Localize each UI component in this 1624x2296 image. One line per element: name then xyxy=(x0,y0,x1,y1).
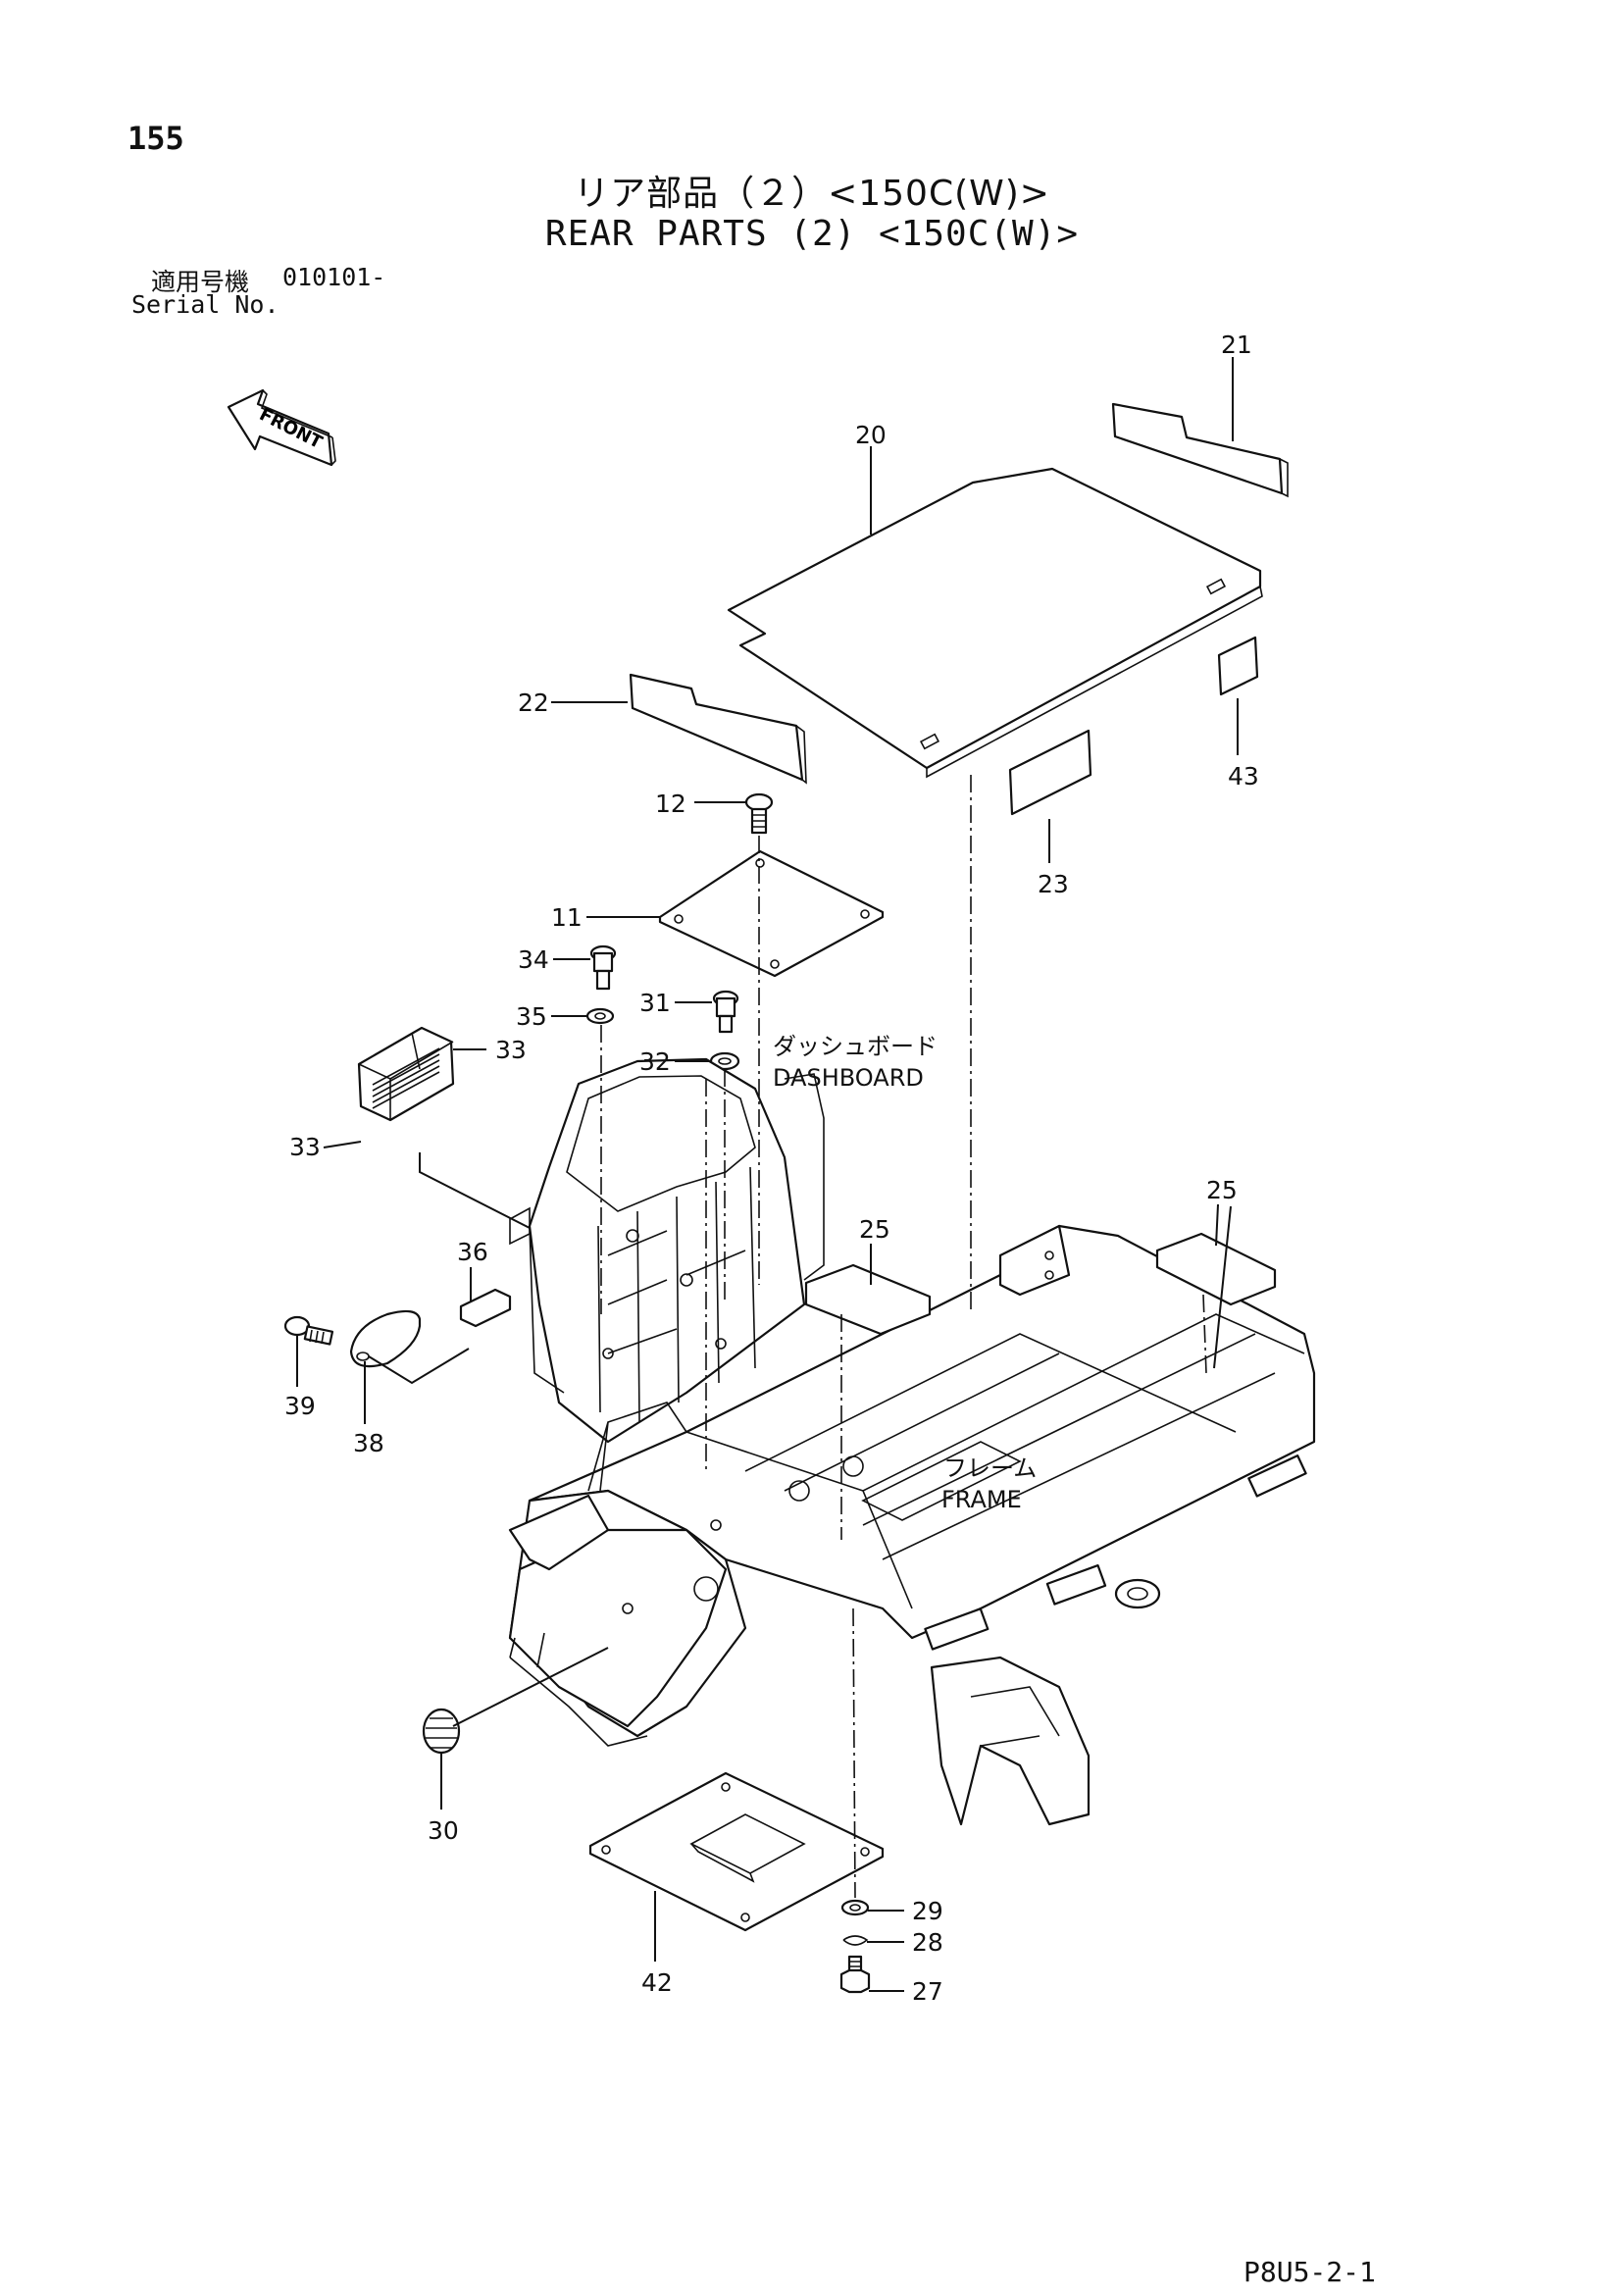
callout-33-right: 33 xyxy=(495,1036,527,1064)
callout-11: 11 xyxy=(551,903,583,932)
part-22-trim xyxy=(629,673,807,785)
part-33-block xyxy=(357,1026,455,1122)
callout-23: 23 xyxy=(1038,870,1069,898)
part-27-bolt xyxy=(839,1955,871,1994)
alignment-lines xyxy=(600,775,1207,1899)
part-28-spring-washer xyxy=(842,1935,869,1946)
part-42-bottom-plate xyxy=(588,1771,885,1932)
part-36-pad xyxy=(459,1288,512,1328)
page-number: 155 xyxy=(127,120,184,157)
part-30-grommet xyxy=(422,1708,461,1755)
callout-35: 35 xyxy=(516,1002,547,1031)
title-english: REAR PARTS (2) <150C(W)> xyxy=(544,214,1080,254)
callout-25-left: 25 xyxy=(859,1215,890,1244)
callout-36: 36 xyxy=(457,1238,488,1266)
part-31-bolt xyxy=(712,990,739,1034)
callout-28: 28 xyxy=(912,1928,943,1957)
callout-30: 30 xyxy=(428,1816,459,1845)
callout-31: 31 xyxy=(639,989,671,1017)
front-arrow-icon: FRONT xyxy=(227,388,336,467)
frame-label-english: FRAME xyxy=(941,1486,1022,1513)
part-43-pad xyxy=(1217,636,1259,696)
dashboard-assembly xyxy=(509,1057,825,1444)
part-20-floor-mat xyxy=(727,467,1263,779)
callout-43: 43 xyxy=(1228,762,1259,791)
part-21-trim xyxy=(1111,402,1289,498)
callout-42: 42 xyxy=(641,1968,673,1997)
callout-22: 22 xyxy=(518,689,549,717)
part-39-screw xyxy=(283,1315,334,1346)
callout-27: 27 xyxy=(912,1977,943,2006)
frame-label-japanese: フレーム xyxy=(943,1454,1037,1482)
serial-label-english: Serial No. xyxy=(131,290,279,319)
part-38-cover xyxy=(349,1309,422,1368)
serial-value: 010101- xyxy=(282,263,386,291)
part-35-washer xyxy=(585,1007,615,1025)
serial-label-japanese: 適用号機 xyxy=(151,268,250,296)
title-japanese: リア部品（２）<150C(W)> xyxy=(574,174,1050,214)
part-29-washer xyxy=(840,1899,870,1916)
callout-34: 34 xyxy=(518,945,549,974)
callouts: 21 20 22 43 12 23 11 34 31 35 32 33 33 2… xyxy=(284,331,1259,2006)
part-25-pad-right xyxy=(1155,1232,1277,1306)
callout-20: 20 xyxy=(855,421,887,449)
dashboard-label-english: DASHBOARD xyxy=(773,1064,924,1092)
callout-38: 38 xyxy=(353,1429,384,1457)
callout-12: 12 xyxy=(655,790,686,818)
callout-39: 39 xyxy=(284,1392,316,1420)
part-23-pad xyxy=(1008,729,1092,816)
part-34-bolt xyxy=(589,944,617,991)
callout-33-left: 33 xyxy=(289,1133,321,1161)
callout-32: 32 xyxy=(639,1047,671,1076)
leader-lines xyxy=(296,357,1239,1992)
callout-29: 29 xyxy=(912,1897,943,1925)
frame-assembly xyxy=(508,1224,1316,1826)
document-code: P8U5-2-1 xyxy=(1243,2256,1376,2288)
part-11-cover-plate xyxy=(658,849,885,978)
callout-21: 21 xyxy=(1221,331,1252,359)
part-25-pad-left xyxy=(804,1263,932,1336)
part-12-bolt xyxy=(744,792,774,835)
dashboard-label-japanese: ダッシュボード xyxy=(773,1033,938,1060)
callout-25-right: 25 xyxy=(1206,1176,1238,1204)
